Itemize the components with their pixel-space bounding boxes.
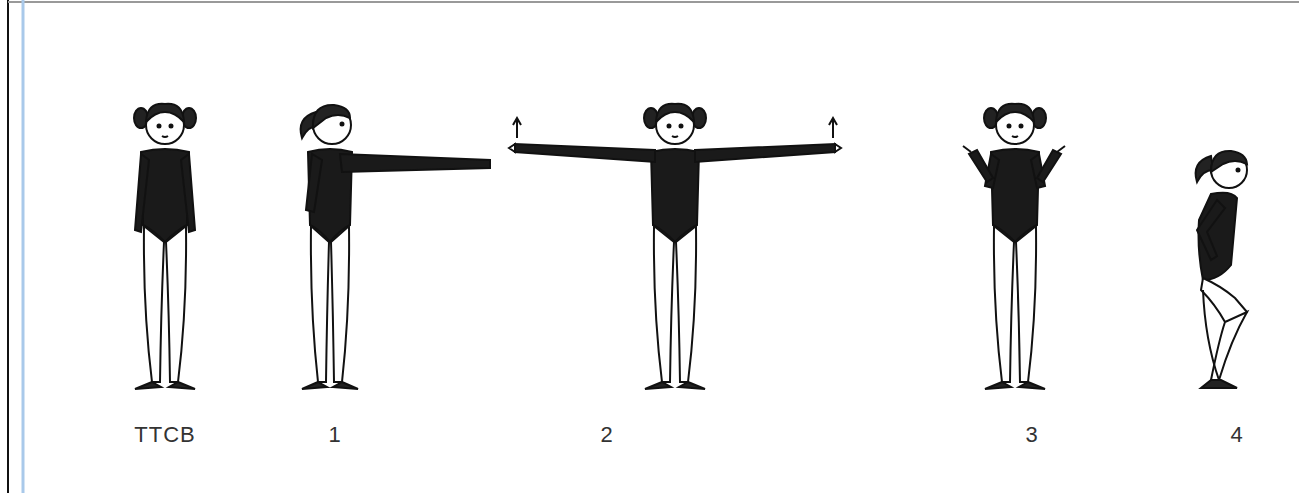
frame-line	[8, 1, 1299, 3]
step-label-holder: 3	[1025, 422, 1038, 448]
gymnast-figure	[963, 104, 1065, 389]
gymnast-figure	[134, 104, 196, 389]
step-label-holder: 2	[600, 422, 613, 448]
gymnast-figure	[1196, 151, 1247, 388]
step-label: 4	[1230, 422, 1243, 447]
step-label: 2	[600, 422, 613, 447]
frame-line	[22, 0, 25, 493]
gymnast-figure	[509, 104, 841, 389]
step-label: 1	[328, 422, 341, 447]
step-label-holder: 4	[1230, 422, 1243, 448]
step-label: TTCB	[134, 422, 195, 447]
step-label-holder: TTCB	[134, 422, 195, 448]
step-label-holder: 1	[328, 422, 341, 448]
gymnast-figure	[301, 105, 490, 389]
frame-line	[7, 0, 9, 493]
step-label: 3	[1025, 422, 1038, 447]
